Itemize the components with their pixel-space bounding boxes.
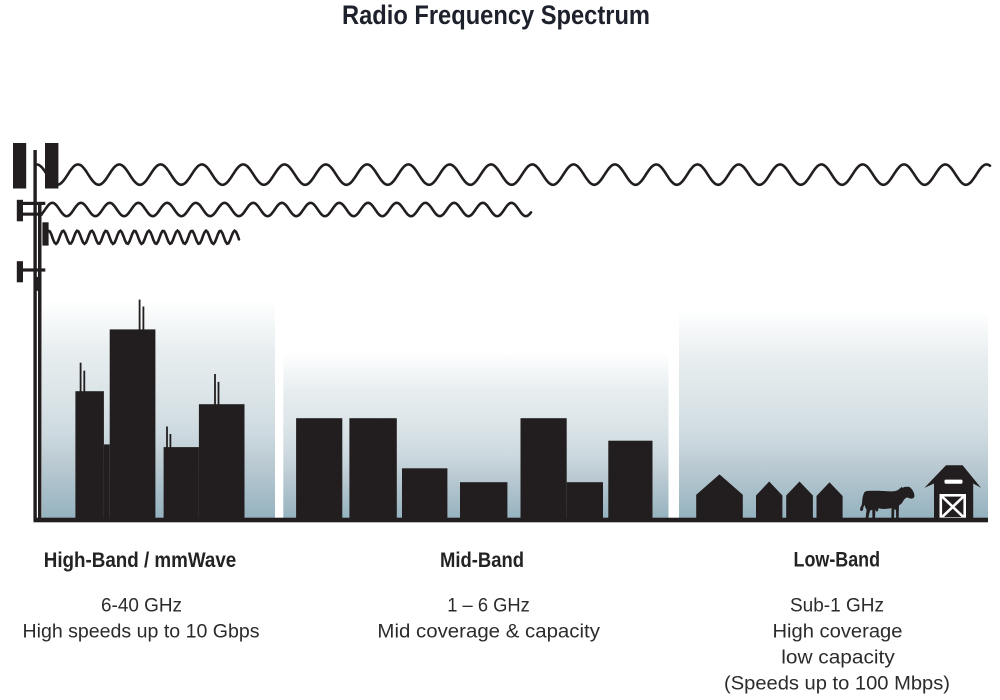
svg-text:High speeds up to 10 Gbps: High speeds up to 10 Gbps (23, 622, 260, 643)
svg-text:1 – 6 GHz: 1 – 6 GHz (447, 596, 530, 617)
svg-text:Radio Frequency Spectrum: Radio Frequency Spectrum (342, 0, 650, 30)
svg-text:low capacity: low capacity (781, 648, 895, 669)
svg-text:Mid-Band: Mid-Band (440, 549, 524, 572)
svg-text:(Speeds up to 100 Mbps): (Speeds up to 100 Mbps) (724, 674, 950, 695)
svg-text:Mid coverage & capacity: Mid coverage & capacity (377, 622, 600, 643)
svg-text:High coverage: High coverage (773, 622, 903, 643)
svg-text:High-Band / mmWave: High-Band / mmWave (44, 549, 237, 572)
svg-text:Low-Band: Low-Band (794, 549, 881, 572)
svg-text:6-40 GHz: 6-40 GHz (101, 596, 182, 617)
svg-text:Sub-1 GHz: Sub-1 GHz (790, 596, 884, 617)
